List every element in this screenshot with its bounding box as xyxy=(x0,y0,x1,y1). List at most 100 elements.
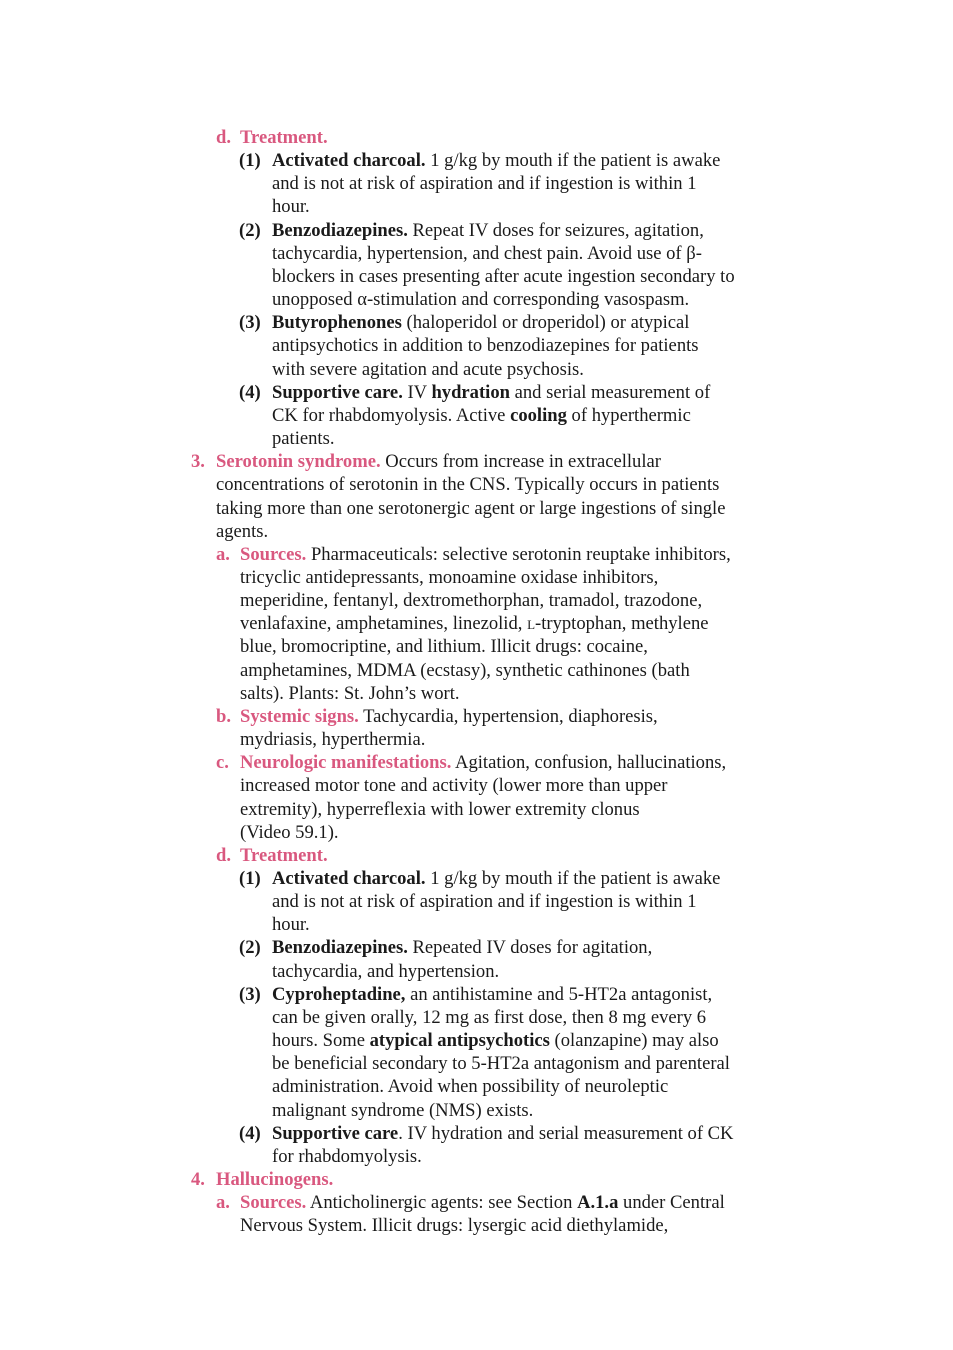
text-line: can be given orally, 12 mg as first dose… xyxy=(272,1006,707,1028)
list-item: (2) Benzodiazepines. Repeat IV doses for… xyxy=(0,219,953,242)
item-term: Benzodiazepines. xyxy=(272,937,408,959)
text-line: extremity), hyperreflexia with lower ext… xyxy=(240,798,640,820)
item-text: of hyperthermic xyxy=(566,404,691,426)
item-text: 1 g/kg by mouth if the patient is awake xyxy=(425,868,721,889)
item-term: Benzodiazepines. xyxy=(272,219,408,241)
item-number: (3) xyxy=(239,312,261,334)
item-text: Tachycardia, hypertension, diaphoresis, xyxy=(358,705,658,727)
text-line: malignant syndrome (NMS) exists. xyxy=(272,1099,534,1121)
item-text: Repeat IV doses for seizures, agitation, xyxy=(407,219,704,241)
item-text: . IV hydration and serial measurement of… xyxy=(398,1122,734,1144)
item-term: Supportive care xyxy=(272,1122,399,1144)
subsection-d-treatment: d. Treatment. xyxy=(0,844,953,867)
list-marker: a. xyxy=(216,543,230,565)
item-text: CK for rhabdomyolysis. Active xyxy=(272,404,511,426)
item-term: cooling xyxy=(510,404,567,426)
list-item: (4) Supportive care. IV hydration and se… xyxy=(0,1122,953,1145)
text-line: amphetamines, MDMA (ecstasy), synthetic … xyxy=(240,659,690,681)
text-line: and is not at risk of aspiration and if … xyxy=(272,173,697,195)
item-text: venlafaxine, amphetamines, linezolid, xyxy=(240,613,528,635)
item-number: (1) xyxy=(239,868,261,889)
section-heading: Systemic signs. xyxy=(240,705,359,727)
text-line: tachycardia, and hypertension. xyxy=(272,960,500,982)
text-line: (Video 59.1). xyxy=(240,821,339,843)
list-item: (1) Activated charcoal. 1 g/kg by mouth … xyxy=(0,867,953,890)
text-line: venlafaxine, amphetamines, linezolid, l-… xyxy=(0,612,953,635)
page-content: d. Treatment. (1) Activated charcoal. 1 … xyxy=(0,126,953,1238)
text-line: blue, bromocriptine, and lithium. Illici… xyxy=(240,636,648,658)
item-text: an antihistamine and 5-HT2a antagonist, xyxy=(405,983,713,1005)
list-marker: 4. xyxy=(191,1169,205,1191)
item-term: Butyrophenones xyxy=(272,312,402,334)
item-text: Repeated IV doses for agitation, xyxy=(407,937,653,959)
subsection-d-treatment: d. Treatment. xyxy=(0,126,953,149)
section-heading: Hallucinogens. xyxy=(216,1169,334,1191)
item-term: Cyproheptadine, xyxy=(272,983,406,1005)
subsection-b-systemic-signs: b. Systemic signs. Tachycardia, hyperten… xyxy=(0,705,953,728)
item-text: hours. Some xyxy=(272,1030,370,1052)
text-line: antipsychotics in addition to benzodiaze… xyxy=(272,335,699,357)
list-item: (2) Benzodiazepines. Repeated IV doses f… xyxy=(0,936,953,959)
small-caps-text: l xyxy=(527,613,536,635)
item-number: (3) xyxy=(239,983,261,1005)
item-term: atypical antipsychotics xyxy=(369,1030,550,1052)
item-text: 1 g/kg by mouth if the patient is awake xyxy=(425,150,721,172)
item-text: under Central xyxy=(618,1192,725,1214)
subsection-c-neurologic-manifestations: c. Neurologic manifestations. Agitation,… xyxy=(0,751,953,774)
item-text: Agitation, confusion, hallucinations, xyxy=(451,752,727,774)
list-marker: b. xyxy=(216,705,231,727)
text-line: CK for rhabdomyolysis. Active cooling of… xyxy=(0,404,953,427)
text-line: Nervous System. Illicit drugs: lysergic … xyxy=(240,1215,669,1237)
item-number: (1) xyxy=(239,150,261,172)
section-heading: Serotonin syndrome. xyxy=(216,451,381,473)
text-line: patients. xyxy=(272,428,335,450)
item-term: Activated charcoal. xyxy=(272,868,426,889)
text-line: with severe agitation and acute psychosi… xyxy=(272,358,584,380)
text-line: tricyclic antidepressants, monoamine oxi… xyxy=(240,566,659,588)
list-item: (3) Butyrophenones (haloperidol or drope… xyxy=(0,311,953,334)
list-marker: d. xyxy=(216,844,231,866)
item-text: and serial measurement of xyxy=(509,381,711,403)
text-line: meperidine, fentanyl, dextromethorphan, … xyxy=(240,590,703,612)
item-text: (olanzapine) may also xyxy=(549,1030,719,1052)
text-line: administration. Avoid when possibility o… xyxy=(272,1076,669,1098)
text-line: salts). Plants: St. John’s wort. xyxy=(240,682,460,704)
text-line: hour. xyxy=(272,196,310,218)
item-text: Anticholinergic agents: see Section xyxy=(306,1192,578,1214)
section-serotonin-syndrome: 3. Serotonin syndrome. Occurs from incre… xyxy=(0,450,953,473)
text-line: for rhabdomyolysis. xyxy=(272,1145,422,1167)
list-marker: c. xyxy=(216,752,229,774)
text-line: hour. xyxy=(272,914,310,936)
section-heading: Treatment. xyxy=(240,844,328,866)
text-line: and is not at risk of aspiration and if … xyxy=(272,891,697,913)
text-line: mydriasis, hyperthermia. xyxy=(240,729,426,751)
list-item: (1) Activated charcoal. 1 g/kg by mouth … xyxy=(0,149,953,172)
item-number: (2) xyxy=(239,937,261,959)
item-number: (2) xyxy=(239,219,261,241)
text-line: increased motor tone and activity (lower… xyxy=(240,775,668,797)
item-text: IV xyxy=(402,381,432,403)
text-line: taking more than one serotonergic agent … xyxy=(216,497,726,519)
list-marker: d. xyxy=(216,127,231,148)
section-heading: Treatment. xyxy=(240,127,328,148)
text-line: unopposed α-stimulation and correspondin… xyxy=(272,289,690,311)
list-marker: 3. xyxy=(191,451,205,473)
list-marker: a. xyxy=(216,1192,230,1214)
text-line: concentrations of serotonin in the CNS. … xyxy=(216,474,720,496)
item-number: (4) xyxy=(239,1122,261,1144)
item-term: Activated charcoal. xyxy=(272,150,426,172)
item-text: Pharmaceuticals: selective serotonin reu… xyxy=(306,543,731,565)
item-term: hydration xyxy=(431,381,510,403)
text-line: agents. xyxy=(216,520,269,542)
text-line: tachycardia, hypertension, and chest pai… xyxy=(272,242,702,264)
list-item: (4) Supportive care. IV hydration and se… xyxy=(0,381,953,404)
subsection-a-sources: a. Sources. Anticholinergic agents: see … xyxy=(0,1191,953,1214)
item-text: Occurs from increase in extracellular xyxy=(380,451,661,473)
text-line: be beneficial secondary to 5-HT2a antago… xyxy=(272,1053,730,1075)
subsection-a-sources: a. Sources. Pharmaceuticals: selective s… xyxy=(0,543,953,566)
item-text: -tryptophan, methylene xyxy=(535,613,709,635)
text-line: blockers in cases presenting after acute… xyxy=(272,265,735,287)
section-reference: A.1.a xyxy=(577,1192,619,1214)
list-item: (3) Cyproheptadine, an antihistamine and… xyxy=(0,983,953,1006)
item-number: (4) xyxy=(239,381,261,403)
